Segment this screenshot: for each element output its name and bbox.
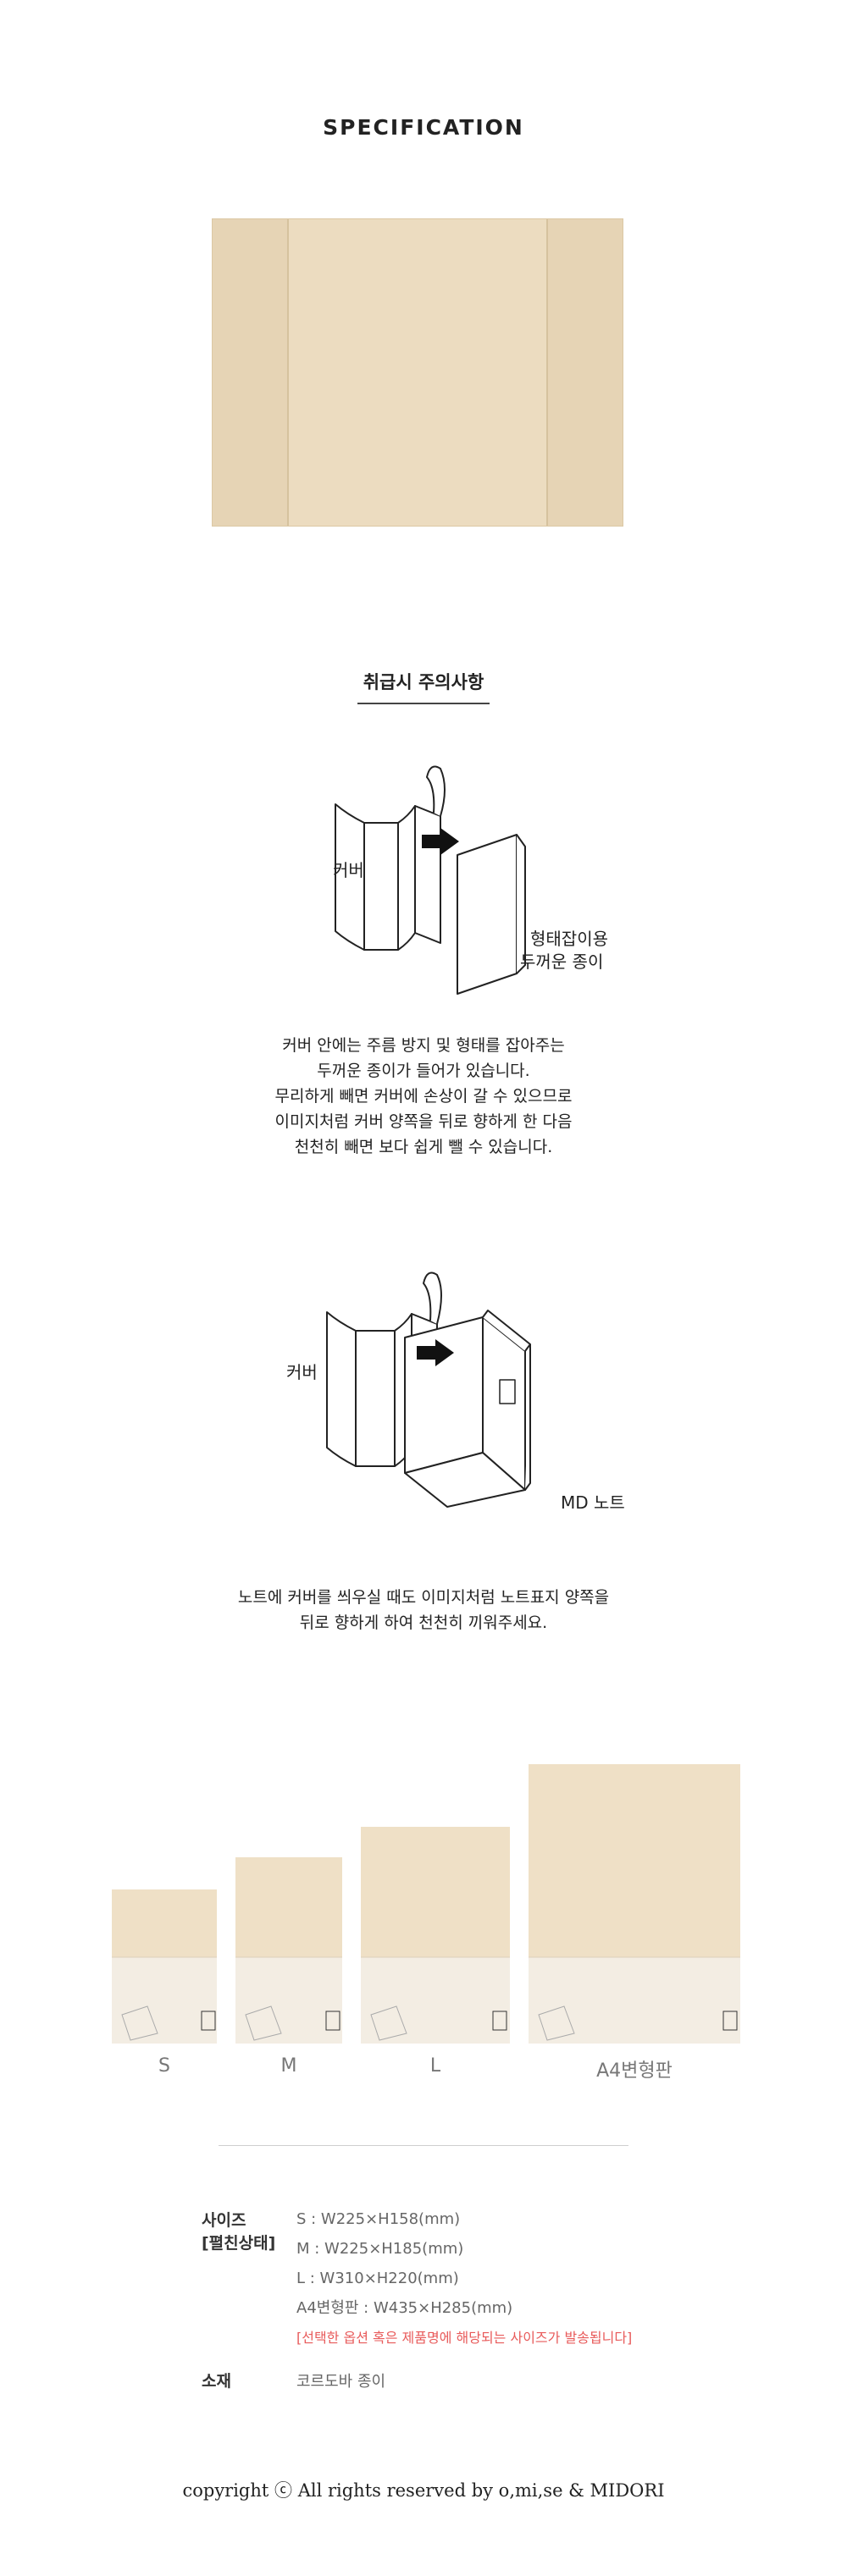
spec-size-key-line2: [펼친상태] bbox=[202, 2234, 276, 2253]
spec-size-value: L : W310×H220(mm) bbox=[296, 2270, 459, 2287]
caution-paragraph-1-line: 이미지처럼 커버 양쪽을 뒤로 향하게 한 다음 bbox=[274, 1112, 573, 1131]
caution-title-underline bbox=[357, 703, 490, 704]
spec-material-key: 소재 bbox=[202, 2372, 231, 2391]
remove-paper-diagram bbox=[335, 765, 526, 995]
caution-paragraph-2: 노트에 커버를 씌우실 때도 이미지처럼 노트표지 양쪽을 뒤로 향하게 하여 … bbox=[0, 1585, 847, 1636]
spec-size-value: M : W225×H185(mm) bbox=[296, 2240, 464, 2258]
size-label-l: L bbox=[429, 2055, 441, 2077]
spec-material-value: 코르도바 종이 bbox=[296, 2373, 386, 2391]
copyright-text: copyright ⓒ All rights reserved by o,mi,… bbox=[182, 2480, 665, 2501]
spec-size-value: S : W225×H158(mm) bbox=[296, 2210, 461, 2228]
cover-spread-image bbox=[212, 218, 623, 527]
diagram2-cover-label: 커버 bbox=[286, 1362, 318, 1382]
caution-paragraph-2-line: 뒤로 향하게 하여 천천히 끼워주세요. bbox=[299, 1613, 548, 1632]
caution-paragraph-1-line: 두꺼운 종이가 들어가 있습니다. bbox=[317, 1062, 530, 1080]
diagram1-cover-label: 커버 bbox=[333, 860, 364, 880]
caution-paragraph-1-line: 커버 안에는 주름 방지 및 형태를 잡아주는 bbox=[282, 1036, 565, 1055]
spec-size-key: 사이즈 [펼친상태] bbox=[202, 2209, 275, 2255]
size-label-a4: A4변형판 bbox=[596, 2060, 673, 2082]
caution-paragraph-1-line: 무리하게 빼면 커버에 손상이 갈 수 있으므로 bbox=[274, 1087, 573, 1106]
section-title: SPECIFICATION bbox=[323, 115, 524, 140]
spec-size-key-line1: 사이즈 bbox=[202, 2211, 246, 2230]
insert-note-diagram bbox=[326, 1271, 531, 1508]
caution-paragraph-2-line: 노트에 커버를 씌우실 때도 이미지처럼 노트표지 양쪽을 bbox=[237, 1588, 610, 1607]
size-label-m: M bbox=[280, 2055, 297, 2077]
spec-size-values: S : W225×H158(mm) M : W225×H185(mm) L : … bbox=[296, 2204, 632, 2353]
diagram1-paper-label-line1: 형태잡이용 bbox=[530, 929, 608, 949]
size-label-s: S bbox=[158, 2055, 170, 2077]
diagram2-note-label: MD 노트 bbox=[561, 1492, 625, 1513]
caution-paragraph-1-line: 천천히 빼면 보다 쉽게 뺄 수 있습니다. bbox=[294, 1138, 553, 1156]
caution-title: 취급시 주의사항 bbox=[363, 672, 484, 692]
product-l bbox=[361, 1827, 510, 2044]
product-a4 bbox=[529, 1764, 740, 2044]
spec-size-note: [선택한 옵션 혹은 제품명에 해당되는 사이즈가 발송됩니다] bbox=[296, 2330, 633, 2346]
size-comparison-image bbox=[112, 1764, 740, 2044]
spec-size-value: A4변형판 : W435×H285(mm) bbox=[296, 2299, 513, 2317]
product-s bbox=[112, 1889, 217, 2044]
section-divider bbox=[219, 2145, 628, 2146]
caution-paragraph-1: 커버 안에는 주름 방지 및 형태를 잡아주는 두꺼운 종이가 들어가 있습니다… bbox=[0, 1033, 847, 1160]
diagram1-paper-label-line2: 두꺼운 종이 bbox=[520, 952, 604, 972]
product-m bbox=[235, 1857, 342, 2044]
